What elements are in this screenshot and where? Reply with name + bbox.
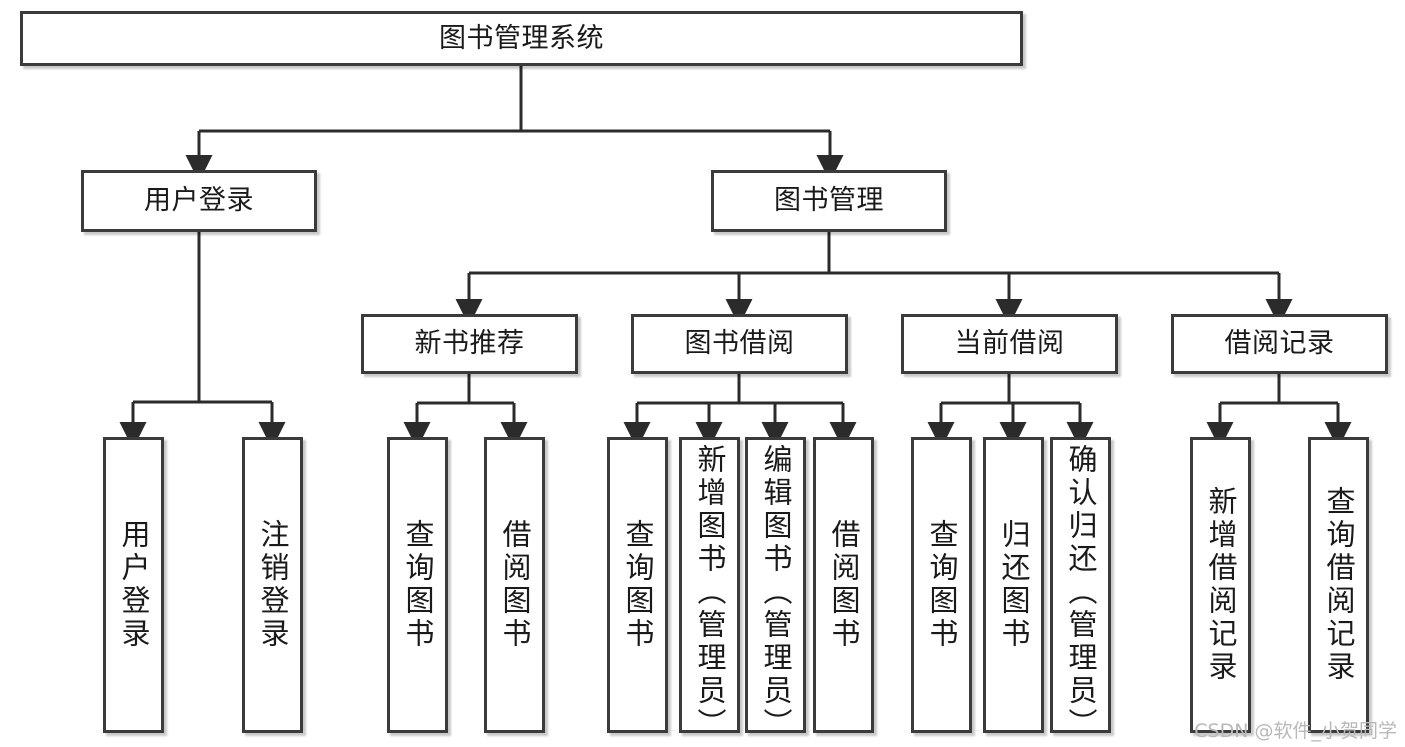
node-leaf-add-book[interactable]: 新增图书（管理员） xyxy=(679,437,740,741)
node-leaf-add-record[interactable]: 新增借阅记录 xyxy=(1190,437,1251,733)
node-leaf-user-login-label: 用户登录 xyxy=(117,519,151,651)
node-new-book-recommend-label: 新书推荐 xyxy=(414,328,525,360)
node-leaf-query-book-rec-label: 查询图书 xyxy=(401,519,435,651)
node-leaf-query-book-borrow-label: 查询图书 xyxy=(621,519,655,651)
node-book-management[interactable]: 图书管理 xyxy=(711,170,947,232)
node-leaf-return-book[interactable]: 归还图书 xyxy=(983,437,1044,733)
node-leaf-borrow-book-label: 借阅图书 xyxy=(827,519,861,651)
node-leaf-edit-book-label: 编辑图书（管理员） xyxy=(759,444,793,741)
node-user-login[interactable]: 用户登录 xyxy=(81,170,317,232)
node-borrow-records-label: 借阅记录 xyxy=(1224,328,1335,360)
node-leaf-borrow-book-rec-label: 借阅图书 xyxy=(498,519,532,651)
node-leaf-confirm-return-label: 确认归还（管理员） xyxy=(1064,444,1098,741)
node-current-borrow[interactable]: 当前借阅 xyxy=(901,314,1118,374)
node-book-borrow-label: 图书借阅 xyxy=(684,328,795,360)
node-current-borrow-label: 当前借阅 xyxy=(954,328,1065,360)
node-book-borrow[interactable]: 图书借阅 xyxy=(631,314,848,374)
node-leaf-query-record-label: 查询借阅记录 xyxy=(1322,486,1356,684)
node-leaf-user-logout[interactable]: 注销登录 xyxy=(242,437,303,733)
node-leaf-confirm-return[interactable]: 确认归还（管理员） xyxy=(1050,437,1111,741)
node-new-book-recommend[interactable]: 新书推荐 xyxy=(361,314,578,374)
node-root-label: 图书管理系统 xyxy=(439,22,604,54)
node-leaf-borrow-book[interactable]: 借阅图书 xyxy=(813,437,874,733)
node-leaf-query-book-rec[interactable]: 查询图书 xyxy=(387,437,448,733)
node-leaf-borrow-book-rec[interactable]: 借阅图书 xyxy=(484,437,545,733)
node-root[interactable]: 图书管理系统 xyxy=(20,11,1023,66)
node-leaf-user-login[interactable]: 用户登录 xyxy=(103,437,164,733)
watermark-text: CSDN @软件_小贺同学 xyxy=(1194,720,1397,742)
node-leaf-query-record[interactable]: 查询借阅记录 xyxy=(1308,437,1369,733)
node-leaf-query-book-borrow[interactable]: 查询图书 xyxy=(607,437,668,733)
node-leaf-query-book-current[interactable]: 查询图书 xyxy=(911,437,972,733)
node-borrow-records[interactable]: 借阅记录 xyxy=(1171,314,1388,374)
node-leaf-return-book-label: 归还图书 xyxy=(997,519,1031,651)
node-leaf-query-book-current-label: 查询图书 xyxy=(925,519,959,651)
node-user-login-label: 用户登录 xyxy=(144,185,254,217)
node-leaf-add-book-label: 新增图书（管理员） xyxy=(693,444,727,741)
node-leaf-add-record-label: 新增借阅记录 xyxy=(1204,486,1238,684)
node-leaf-user-logout-label: 注销登录 xyxy=(256,519,290,651)
node-book-management-label: 图书管理 xyxy=(774,185,884,217)
node-leaf-edit-book[interactable]: 编辑图书（管理员） xyxy=(745,437,806,741)
